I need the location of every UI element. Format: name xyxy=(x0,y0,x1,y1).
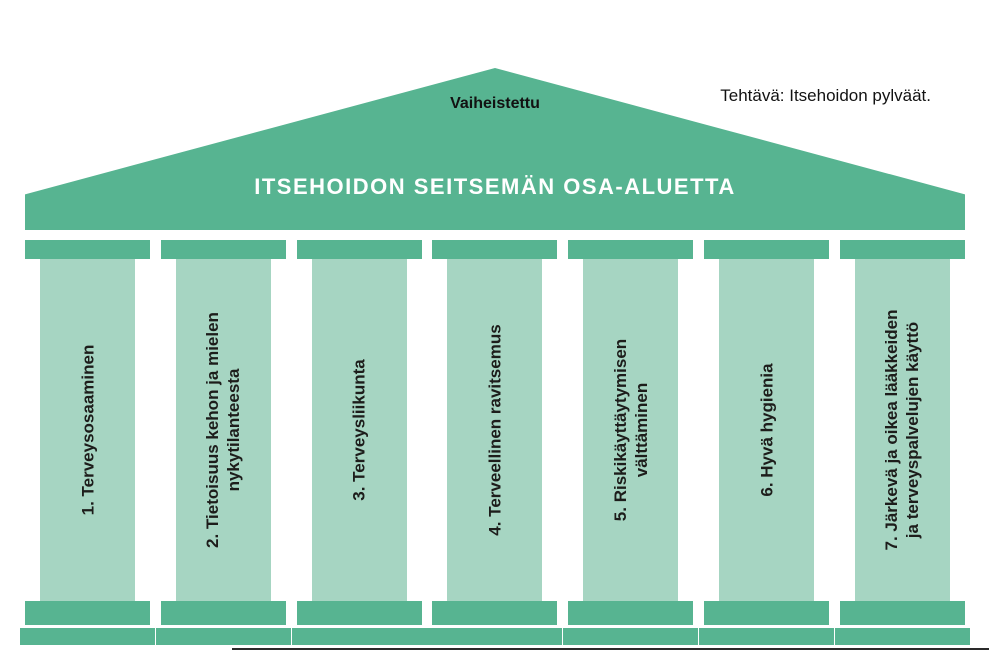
pillar-5: 5. Riskikäyttäytymisen välttäminen xyxy=(563,240,699,645)
task-label: Tehtävä: Itsehoidon pylväät. xyxy=(720,86,931,105)
pillar-label: 4. Terveellinen ravitsemus xyxy=(485,324,505,537)
pillar-plinth xyxy=(563,628,699,645)
pillar-shaft xyxy=(719,259,815,601)
pillar-6: 6. Hyvä hygienia xyxy=(699,240,835,645)
pillar-3: 3. Terveysliikunta xyxy=(291,240,427,645)
bottom-divider xyxy=(232,648,989,650)
pillar-base xyxy=(25,601,150,625)
pillar-2: 2. Tietoisuus kehon ja mielen nykytilant… xyxy=(155,240,291,645)
pillar-shaft xyxy=(583,259,679,601)
pillar-base xyxy=(704,601,830,625)
pillar-label: 7. Järkevä ja oikea lääkkeiden ja tervey… xyxy=(882,309,923,551)
pillar-capital xyxy=(568,240,694,259)
pillar-plinth xyxy=(699,628,835,645)
pillar-label: 6. Hyvä hygienia xyxy=(757,363,777,497)
pillar-shaft xyxy=(175,259,271,601)
pillar-label: 5. Riskikäyttäytymisen välttäminen xyxy=(610,339,651,522)
pillar-shaft xyxy=(854,259,950,601)
pillar-1: 1. Terveysosaaminen xyxy=(20,240,155,645)
pillar-plinth xyxy=(291,628,427,645)
pillar-plinth xyxy=(427,628,563,645)
pillar-capital xyxy=(704,240,830,259)
pillars-row: 1. Terveysosaaminen 2. Tietoisuus kehon … xyxy=(20,240,970,645)
pillar-shaft xyxy=(311,259,407,601)
pillar-label: 3. Terveysliikunta xyxy=(349,359,369,502)
pillar-plinth xyxy=(20,628,155,645)
pillar-base xyxy=(160,601,286,625)
pillar-label: 2. Tietoisuus kehon ja mielen nykytilant… xyxy=(203,312,244,549)
pillar-plinth xyxy=(155,628,291,645)
pillar-capital xyxy=(25,240,150,259)
pillar-shaft xyxy=(447,259,543,601)
pillar-capital xyxy=(839,240,965,259)
pillar-base xyxy=(839,601,965,625)
pillar-base xyxy=(296,601,422,625)
pillar-base xyxy=(568,601,694,625)
pillar-4: 4. Terveellinen ravitsemus xyxy=(427,240,563,645)
stage-label: Vaiheistettu xyxy=(450,95,540,112)
diagram-title: ITSEHOIDON SEITSEMÄN OSA-ALUETTA xyxy=(254,174,736,199)
pillar-7: 7. Järkevä ja oikea lääkkeiden ja tervey… xyxy=(834,240,970,645)
pillar-capital xyxy=(160,240,286,259)
pillar-base xyxy=(432,601,558,625)
pillar-capital xyxy=(432,240,558,259)
pillar-plinth xyxy=(834,628,970,645)
pillar-shaft xyxy=(40,259,135,601)
pillar-capital xyxy=(296,240,422,259)
pillar-label: 1. Terveysosaaminen xyxy=(77,344,97,516)
